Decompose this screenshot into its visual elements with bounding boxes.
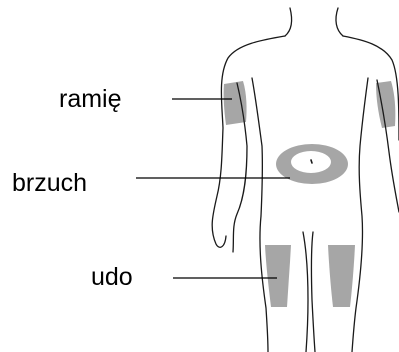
injection-zones [224,81,396,307]
abdomen-label: brzuch [12,171,87,196]
neck-left-line [285,8,292,36]
arm-label: ramię [59,87,122,112]
left-shoulder-arm-outer [212,36,285,247]
thigh-left-injection-zone [265,245,291,307]
inner-leg-line [303,232,315,352]
thigh-label: udo [91,265,133,290]
navel-mark [311,160,312,163]
thigh-right-injection-zone [328,245,355,307]
neck-right-line [336,8,343,36]
left-torso-side [252,78,268,352]
right-torso-side [352,78,368,352]
